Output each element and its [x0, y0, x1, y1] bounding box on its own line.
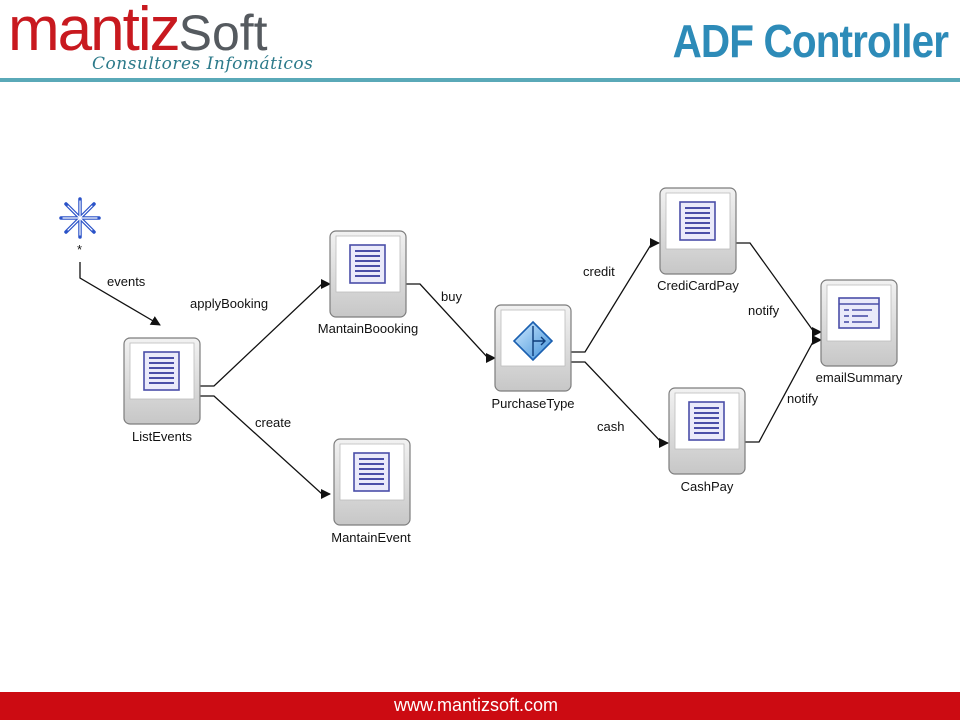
start-activity[interactable]: *	[59, 197, 101, 257]
node-label: CrediCardPay	[657, 278, 739, 293]
footer-url-link[interactable]: www.mantizsoft.com	[394, 695, 559, 715]
edge-buy[interactable]	[406, 283, 496, 363]
edge-label-create: create	[255, 415, 291, 430]
page-title: ADF Controller	[672, 15, 948, 67]
edge-label-events: events	[107, 274, 146, 289]
node-credit-card-pay[interactable]: CrediCardPay	[657, 187, 739, 293]
node-mantain-booking[interactable]: MantainBoooking	[318, 230, 418, 336]
node-label: MantainEvent	[331, 530, 411, 545]
edge-credit[interactable]	[571, 238, 660, 353]
edge-events[interactable]	[79, 262, 161, 326]
mantizsoft-logo: mantizSoft	[8, 0, 268, 65]
node-label: PurchaseType	[491, 396, 574, 411]
edge-label-buy: buy	[441, 289, 462, 304]
edge-label-cash: cash	[597, 419, 624, 434]
footer-bar: www.mantizsoft.com	[0, 692, 960, 720]
edge-create[interactable]	[200, 395, 331, 499]
edge-label-notify-cash: notify	[787, 391, 819, 406]
page-icon	[143, 351, 180, 391]
node-cash-pay[interactable]: CashPay	[668, 387, 746, 494]
edges	[79, 238, 822, 499]
edge-notify-credit[interactable]	[736, 242, 822, 337]
node-email-summary[interactable]: emailSummary	[816, 279, 903, 385]
edge-apply-booking[interactable]	[200, 279, 331, 387]
page-icon	[349, 244, 386, 284]
node-label: ListEvents	[132, 429, 192, 444]
logo-brand: mantiz	[8, 0, 181, 64]
node-label: emailSummary	[816, 370, 903, 385]
page-icon	[688, 401, 725, 441]
edge-cash[interactable]	[571, 361, 669, 448]
edge-notify-cash[interactable]	[745, 335, 822, 443]
node-purchase-type[interactable]: PurchaseType	[491, 304, 575, 411]
node-list-events[interactable]: ListEvents	[123, 337, 201, 444]
method-call-icon	[838, 297, 880, 329]
edge-label-apply-booking: applyBooking	[190, 296, 268, 311]
logo-tagline: Consultores Infomáticos	[92, 54, 314, 74]
edge-label-notify-credit: notify	[748, 303, 780, 318]
edge-label-credit: credit	[583, 264, 615, 279]
header-rule	[0, 78, 960, 82]
header: mantizSoft Consultores Infomáticos ADF C…	[0, 0, 960, 82]
logo-brand-soft: Soft	[178, 5, 268, 61]
page-icon	[679, 201, 716, 241]
start-label: *	[77, 242, 82, 257]
page-icon	[353, 452, 390, 492]
node-label: CashPay	[681, 479, 734, 494]
node-label: MantainBoooking	[318, 321, 418, 336]
node-mantain-event[interactable]: MantainEvent	[331, 438, 411, 545]
router-diamond-icon	[512, 320, 554, 362]
